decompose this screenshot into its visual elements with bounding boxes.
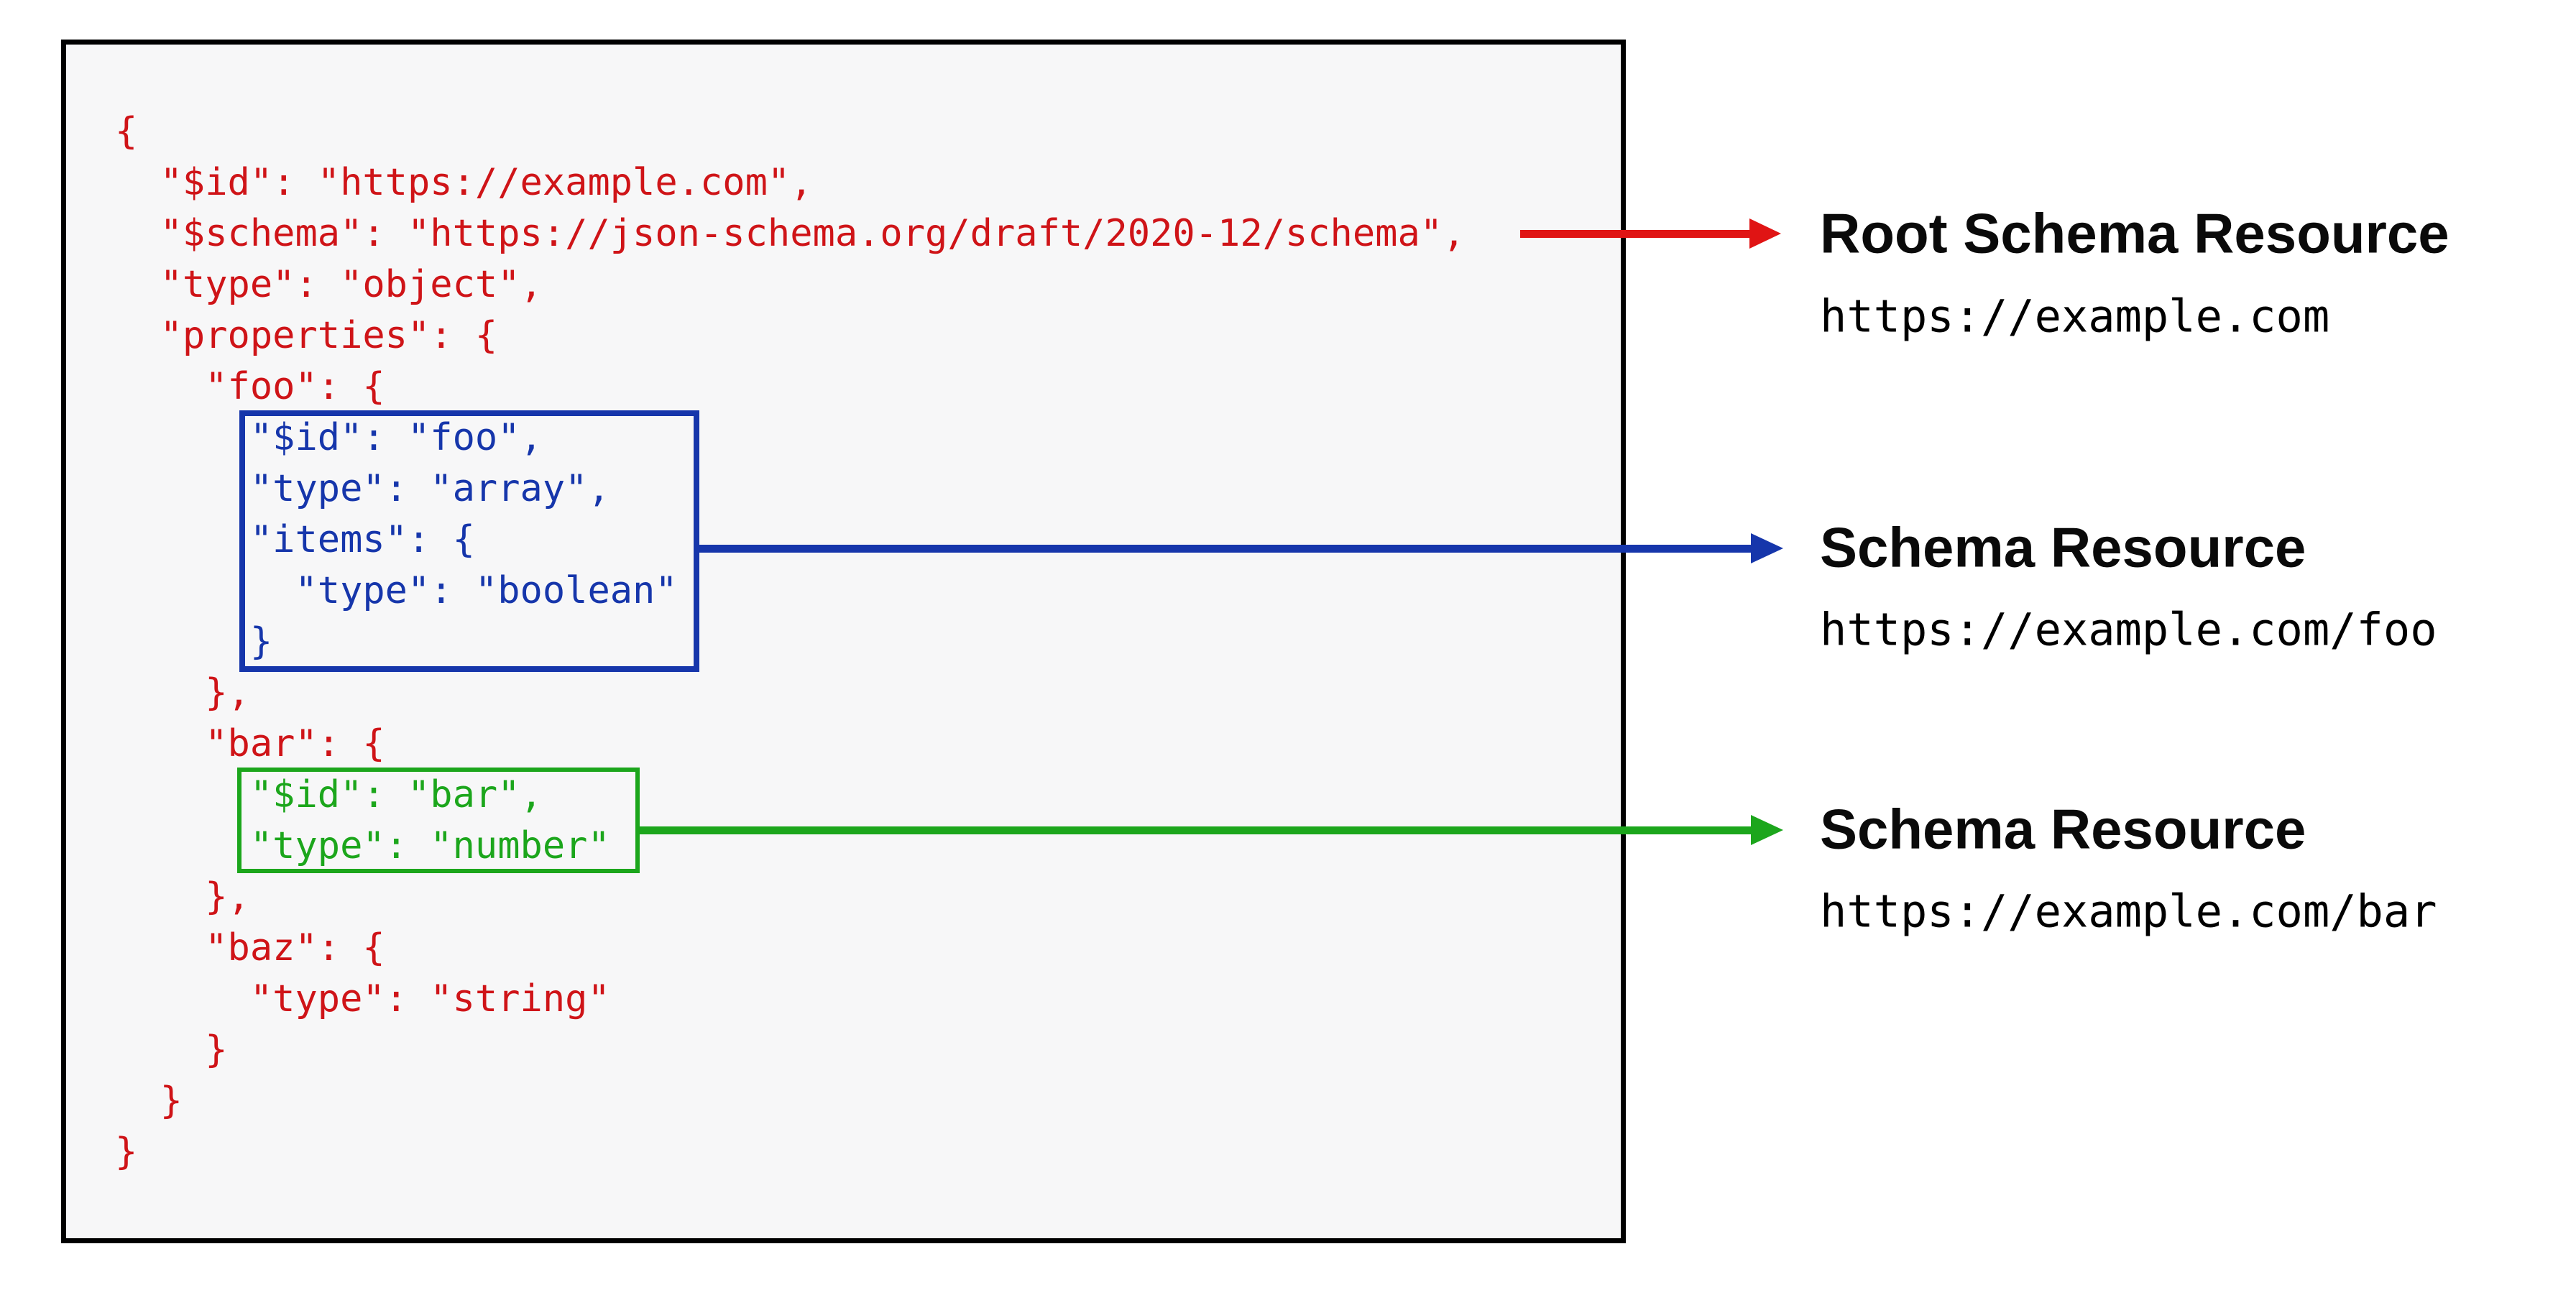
code-line-3: "$schema": "https://json-schema.org/draf…: [115, 212, 1466, 255]
annotation-url: https://example.com/foo: [1820, 603, 2437, 656]
code-line-11: }: [115, 620, 273, 663]
code-line-4: "type": "object",: [115, 263, 543, 306]
code-line-20: }: [115, 1079, 183, 1123]
foo-schema-highlight-box: [239, 410, 699, 672]
code-line-14: "$id": "bar",: [115, 773, 543, 816]
code-line-9: "items": {: [115, 518, 475, 561]
foo-schema-arrow-shaft: [696, 545, 1752, 553]
bar-schema-arrow-shaft: [637, 826, 1752, 834]
annotation-title: Schema Resource: [1820, 797, 2306, 861]
root-schema-arrowhead-icon: [1749, 218, 1781, 249]
code-line-18: "type": "string": [115, 977, 610, 1020]
foo-schema-arrowhead-icon: [1751, 533, 1783, 563]
bar-schema-arrowhead-icon: [1751, 815, 1783, 845]
code-line-1: {: [115, 110, 138, 153]
code-line-12: },: [115, 671, 250, 714]
code-line-21: }: [115, 1130, 138, 1174]
code-line-6: "foo": {: [115, 365, 385, 408]
json-schema-code: { "$id": "https://example.com", "$schema…: [115, 106, 1465, 1178]
annotation-title: Root Schema Resource: [1820, 201, 2450, 265]
annotation-url: https://example.com/bar: [1820, 885, 2437, 938]
schema-code-panel: [61, 40, 1626, 1243]
annotation-title: Schema Resource: [1820, 515, 2306, 579]
bar-schema-highlight-box: [237, 768, 640, 873]
code-line-5: "properties": {: [115, 314, 498, 357]
code-line-16: },: [115, 875, 250, 918]
annotation-url: https://example.com: [1820, 290, 2330, 343]
code-line-2: "$id": "https://example.com",: [115, 161, 813, 204]
code-line-7: "$id": "foo",: [115, 416, 543, 459]
code-line-13: "bar": {: [115, 722, 385, 765]
code-line-8: "type": "array",: [115, 467, 610, 510]
code-line-10: "type": "boolean": [115, 569, 678, 612]
code-line-17: "baz": {: [115, 926, 385, 969]
code-line-19: }: [115, 1028, 228, 1072]
root-schema-arrow-shaft: [1520, 230, 1752, 238]
code-line-15: "type": "number": [115, 824, 610, 867]
